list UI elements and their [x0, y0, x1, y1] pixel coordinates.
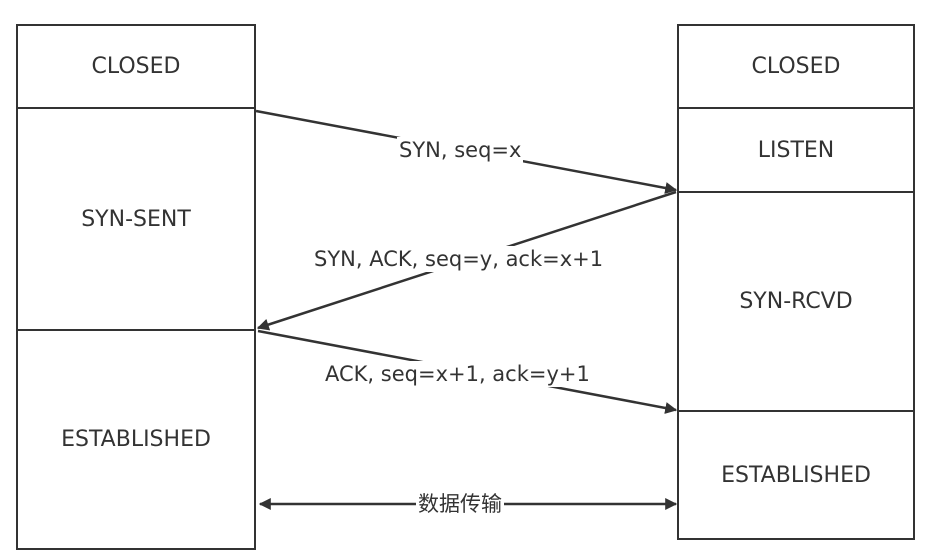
client-state-closed: CLOSED: [16, 24, 256, 109]
server-state-closed-label: CLOSED: [751, 54, 841, 79]
client-state-syn-sent: SYN-SENT: [16, 107, 256, 331]
server-state-syn-rcvd: SYN-RCVD: [677, 191, 915, 412]
syn-label: SYN, seq=x: [397, 137, 524, 163]
server-state-syn-rcvd-label: SYN-RCVD: [739, 289, 853, 314]
server-state-listen: LISTEN: [677, 107, 915, 193]
server-state-closed: CLOSED: [677, 24, 915, 109]
server-state-established: ESTABLISHED: [677, 410, 915, 540]
client-state-closed-label: CLOSED: [91, 54, 181, 79]
client-state-syn-sent-label: SYN-SENT: [81, 206, 191, 232]
syn-ack-label: SYN, ACK, seq=y, ack=x+1: [312, 246, 606, 272]
server-state-established-label: ESTABLISHED: [721, 462, 871, 488]
server-state-listen-label: LISTEN: [757, 137, 835, 163]
ack-label: ACK, seq=x+1, ack=y+1: [323, 361, 592, 387]
data-transfer-label: 数据传输: [416, 491, 504, 517]
client-state-established-label: ESTABLISHED: [61, 427, 211, 452]
client-state-established: ESTABLISHED: [16, 329, 256, 550]
